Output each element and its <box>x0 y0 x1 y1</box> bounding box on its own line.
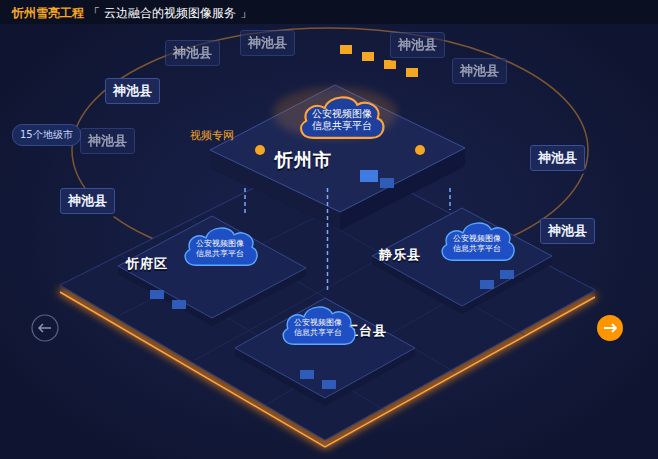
region-pill: 15个地级市 <box>12 124 81 146</box>
node-label: 神池县 <box>548 222 587 240</box>
node-label: 神池县 <box>248 34 287 52</box>
node-label: 神池县 <box>88 132 127 150</box>
subtitle: 「 云边融合的视频图像服务 」 <box>88 5 252 22</box>
region-block: 忻州市 公安视频图像信息共享平台 <box>235 88 460 188</box>
nav-left <box>32 315 58 341</box>
nav-right <box>597 315 623 341</box>
node-label: 神池县 <box>460 62 499 80</box>
node-label: 15个地级市 <box>20 128 73 142</box>
node-label: 神池县 <box>113 82 152 100</box>
cloud-outline <box>185 228 257 265</box>
cloud-outline <box>301 97 384 137</box>
county-tile: 神池县 <box>105 78 160 104</box>
dashed-link <box>449 188 451 210</box>
server-icons <box>150 45 514 389</box>
region-name: 忻州市 <box>275 148 332 172</box>
dashed-link <box>244 188 246 215</box>
region-block: 忻府区 公安视频图像信息共享平台 <box>118 215 293 315</box>
county-tile: 神池县 <box>540 218 595 244</box>
cloud-platform: 公安视频图像信息共享平台 <box>437 218 518 265</box>
sub-platforms <box>118 208 552 406</box>
title-bar: 忻州雪亮工程「 云边融合的视频图像服务 」 <box>0 0 658 24</box>
central-block <box>210 85 465 230</box>
platform-name: 公安视频图像信息共享平台 <box>310 103 373 132</box>
cloud-platform: 公安视频图像信息共享平台 <box>180 223 261 270</box>
county-tile: 神池县 <box>60 188 115 214</box>
county-tile: 神池县 <box>80 128 135 154</box>
node-label: 神池县 <box>173 44 212 62</box>
node-label: 神池县 <box>398 36 437 54</box>
platform-name: 公安视频图像信息共享平台 <box>195 234 245 258</box>
region-block: 五台县公安视频图像信息共享平台 <box>240 290 415 400</box>
node-label: 神池县 <box>68 192 107 210</box>
county-tile: 神池县 <box>390 32 445 58</box>
title: 忻州雪亮工程 <box>12 5 84 22</box>
region-block: 静乐县 公安视频图像信息共享平台 <box>375 210 525 305</box>
cloud-platform: 公安视频图像信息共享平台 <box>278 302 359 349</box>
platform-name: 公安视频图像信息共享平台 <box>293 313 343 337</box>
region-name: 静乐县 <box>379 246 421 264</box>
node-label: 神池县 <box>538 149 577 167</box>
platform-name: 公安视频图像信息共享平台 <box>452 229 502 253</box>
cloud-outline <box>283 307 355 344</box>
county-tile: 神池县 <box>452 58 507 84</box>
county-tile: 神池县 <box>240 30 295 56</box>
county-tile: 神池县 <box>165 40 220 66</box>
network-label: 视频专网 <box>190 128 234 143</box>
dashed-link <box>327 188 329 290</box>
county-tile: 神池县 <box>530 145 585 171</box>
cloud-platform: 公安视频图像信息共享平台 <box>295 92 388 143</box>
cloud-outline <box>442 223 514 260</box>
region-name: 忻府区 <box>126 255 168 273</box>
